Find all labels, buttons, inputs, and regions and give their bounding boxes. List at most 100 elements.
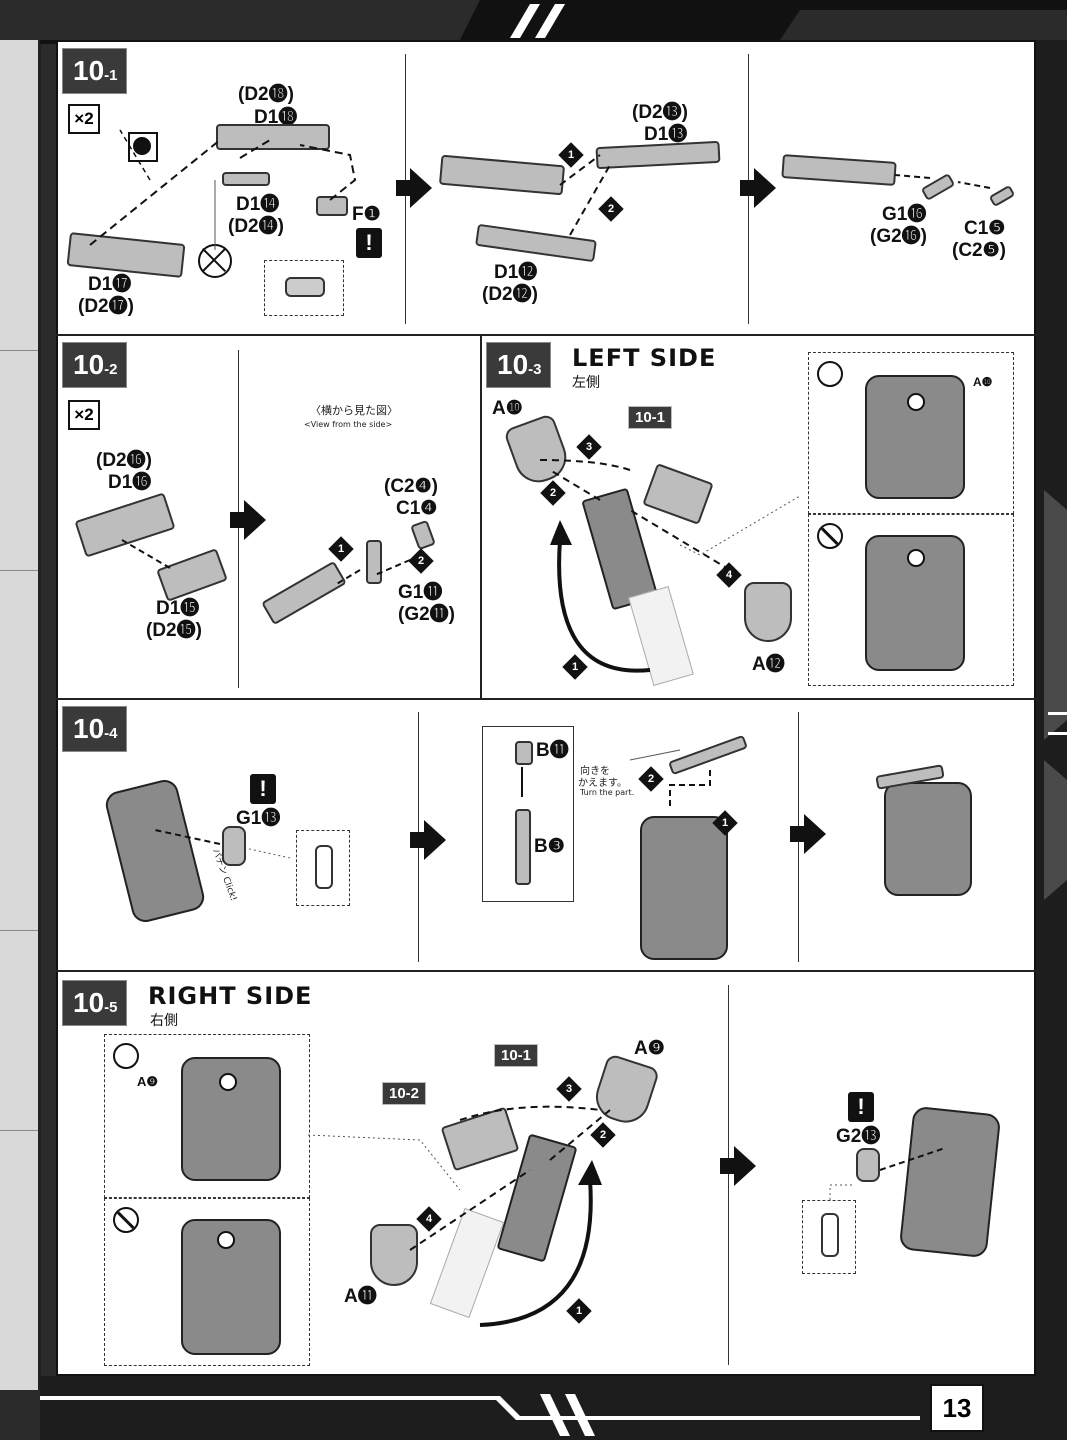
exclamation-icon: ! <box>356 228 382 258</box>
step-number: 10-2 <box>62 342 127 388</box>
right-border-decoration <box>1036 40 1067 1380</box>
column-divider <box>480 336 482 698</box>
detail-box <box>802 1200 856 1274</box>
step-number: 10-1 <box>62 48 127 94</box>
side-subtitle: 右側 <box>150 1013 178 1029</box>
detail-box-incorrect <box>104 1198 310 1366</box>
peg-detail <box>907 549 925 567</box>
step-number: 10-4 <box>62 706 127 752</box>
peg-detail <box>907 393 925 411</box>
part-illustration <box>515 809 531 885</box>
part-label: G2⓭ <box>836 1126 881 1147</box>
part-label: (D2⓰) <box>96 450 152 471</box>
side-title: LEFT SIDE <box>572 344 717 372</box>
side-subtitle: 左側 <box>572 375 600 391</box>
part-label: D1⓭ <box>644 124 688 145</box>
part-label: A❿ <box>973 375 993 389</box>
part-label: (G2⓫) <box>398 604 456 625</box>
part-label: A❾ <box>137 1074 159 1089</box>
part-illustration <box>515 741 533 765</box>
assembly-arrows <box>894 174 991 189</box>
part-label: G1⓰ <box>882 204 927 225</box>
next-arrow <box>740 168 776 208</box>
part-illustration <box>744 582 792 642</box>
turn-note-en: Turn the part. <box>580 788 635 797</box>
detail-box-correct: A❿ <box>808 352 1014 514</box>
part-label: (D2⓭) <box>632 102 688 123</box>
next-arrow <box>230 500 266 540</box>
part-label: D1⓯ <box>156 598 200 619</box>
part-illustration <box>216 124 330 150</box>
part-label: (G2⓰) <box>870 226 928 247</box>
row-divider <box>56 334 1036 336</box>
row-divider <box>56 698 1036 700</box>
detail-box <box>296 830 350 906</box>
step-number: 10-3 <box>486 342 551 388</box>
part-label: (D2⓲) <box>238 84 294 105</box>
part-label: D1⓲ <box>254 107 298 128</box>
turn-note-jp: かえます。 <box>578 778 627 789</box>
part-label: A❿ <box>492 398 523 419</box>
part-label: G1⓭ <box>236 808 281 829</box>
part-label: D1⓰ <box>108 472 152 493</box>
turn-note-jp: 向きを <box>580 766 610 777</box>
detail-box-correct: A❾ <box>104 1034 310 1198</box>
part-label: (C2❺) <box>952 240 1006 261</box>
part-label: (D2⓬) <box>482 284 538 305</box>
reference-step: 10-2 <box>382 1082 427 1105</box>
detail-box-incorrect <box>808 514 1014 686</box>
no-entry-icon <box>113 1207 139 1233</box>
sub-divider <box>728 985 729 1365</box>
part-label: A❾ <box>634 1038 665 1059</box>
part-illustration <box>222 826 246 866</box>
next-arrow <box>396 168 432 208</box>
assembly-arrows <box>89 129 357 250</box>
no-entry-icon <box>817 523 843 549</box>
side-title: RIGHT SIDE <box>148 982 313 1010</box>
assembly-arrows <box>539 459 800 673</box>
next-arrow <box>790 814 826 854</box>
part-label: (C2❹) <box>384 476 438 497</box>
quantity-badge: ×2 <box>68 104 100 134</box>
step-number: 10-5 <box>62 980 127 1026</box>
peg-detail <box>217 1231 235 1249</box>
next-arrow <box>410 820 446 860</box>
view-caption-jp: 〈横から見た図〉 <box>310 404 398 417</box>
part-illustration <box>856 1148 880 1182</box>
assembly-arrows <box>121 539 171 569</box>
peg-detail <box>219 1073 237 1091</box>
assembly-arrows <box>559 154 611 236</box>
row-divider <box>56 970 1036 972</box>
reference-step: 10-1 <box>628 406 673 429</box>
part-label: (D2⓱) <box>78 296 134 317</box>
assembly-arrows <box>829 1147 946 1200</box>
part-label: D1⓱ <box>88 274 132 295</box>
assembly-arrows <box>307 1105 611 1327</box>
circle-ok-icon <box>817 361 843 387</box>
part-illustration <box>370 1224 418 1286</box>
half-circle-icon <box>128 132 158 162</box>
exclamation-icon: ! <box>250 774 276 804</box>
assembly-arrows <box>154 829 291 859</box>
detail-box <box>482 726 574 902</box>
bottom-border-decoration <box>40 1376 1067 1440</box>
quantity-badge: ×2 <box>68 400 100 430</box>
exclamation-icon: ! <box>848 1092 874 1122</box>
previous-page-edge <box>0 40 41 1390</box>
part-illustration <box>222 172 270 186</box>
part-label: B⓫ <box>536 740 569 761</box>
assembly-arrows <box>334 559 411 586</box>
part-label: D1⓬ <box>494 262 538 283</box>
part-label: B❸ <box>534 836 565 857</box>
part-illustration <box>316 196 348 216</box>
part-illustration <box>884 782 972 896</box>
part-label: A⓬ <box>752 654 785 675</box>
part-label: C1❹ <box>396 498 438 519</box>
part-label: A⓫ <box>344 1286 377 1307</box>
part-label: D1⓮ <box>236 194 280 215</box>
arrow-line <box>521 767 523 797</box>
page-number: 13 <box>930 1384 984 1432</box>
top-border-decoration <box>40 0 1067 44</box>
part-illustration <box>640 816 728 960</box>
reference-step: 10-1 <box>494 1044 539 1067</box>
